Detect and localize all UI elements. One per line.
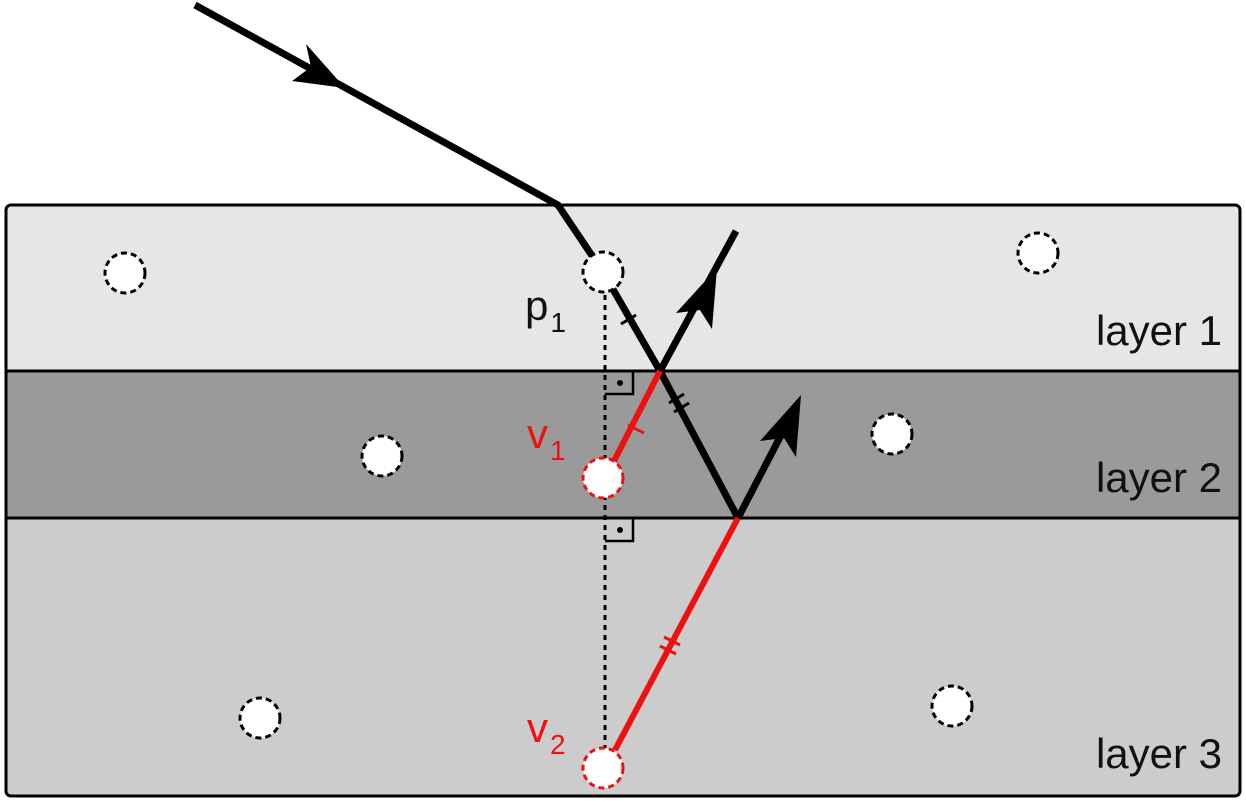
right-angle-marker-2 (605, 518, 635, 543)
scatter-point (930, 684, 974, 728)
layer-3-label: layer 3 (1096, 730, 1222, 777)
point-v1-marker (581, 456, 625, 500)
label-v2: v2 (527, 704, 566, 760)
scatter-point (103, 251, 147, 295)
point-p1-marker (581, 250, 625, 294)
reflected-ray-2-arrow-icon (760, 395, 801, 457)
right-angle-marker-1 (605, 371, 635, 396)
tick-mark-single-black (620, 313, 637, 326)
layer-1-band (6, 205, 1240, 371)
tick-mark-double-black-a (668, 392, 685, 405)
tick-mark-double-red-a (663, 635, 681, 647)
scatter-point (1016, 231, 1060, 275)
point-v2-marker (581, 746, 625, 790)
scatter-point (360, 434, 404, 478)
reflected-ray-1-arrow-icon (676, 268, 717, 329)
incident-ray-arrow-icon (292, 44, 345, 88)
scatter-points (103, 231, 1060, 790)
layer-2-label: layer 2 (1096, 454, 1222, 501)
label-v1: v1 (527, 410, 566, 466)
virtual-ray-2 (612, 516, 741, 752)
scatter-point (238, 696, 282, 740)
tick-mark-double-red-b (659, 644, 677, 656)
layers-outline (4, 203, 1242, 798)
virtual-ray-1 (611, 369, 663, 463)
tick-mark-single-red (627, 423, 645, 435)
layer-1-label: layer 1 (1096, 307, 1222, 354)
label-p1: p1 (525, 282, 566, 338)
tick-mark-double-black-b (673, 401, 690, 414)
scatter-point (870, 412, 914, 456)
layer-3-band (6, 518, 1240, 796)
